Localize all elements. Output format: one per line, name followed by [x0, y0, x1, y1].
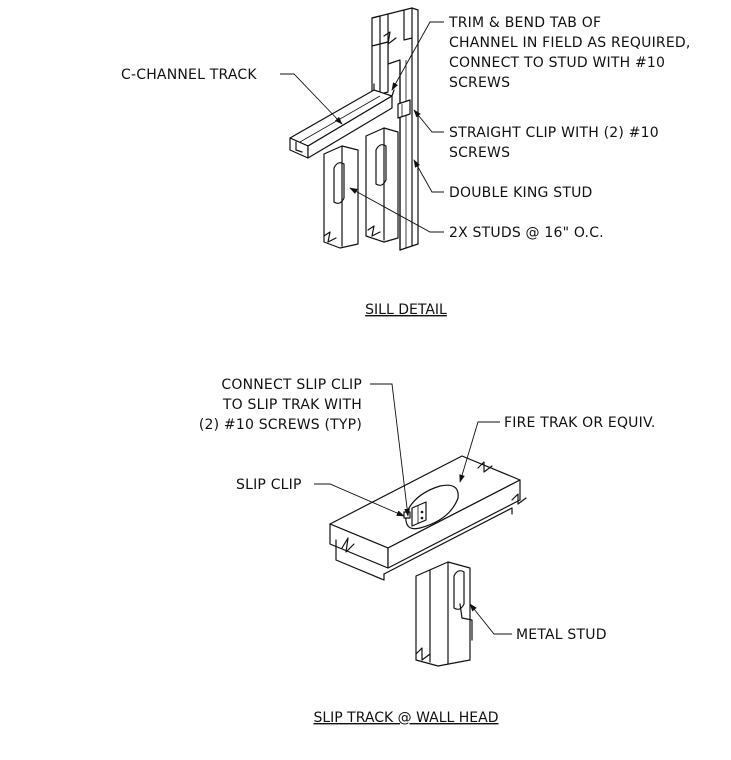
connect-slip-clip-label-line2: TO SLIP TRAK WITH: [222, 397, 362, 413]
slip-track-detail: CONNECT SLIP CLIP TO SLIP TRAK WITH (2) …: [199, 377, 656, 726]
trim-bend-label-line4: SCREWS: [449, 75, 510, 91]
sill-detail: C-CHANNEL TRACK TRIM & BEND TAB OF CHANN…: [121, 7, 691, 318]
studs-label: 2X STUDS @ 16" O.C.: [449, 225, 604, 241]
slip-clip-leader: [314, 483, 405, 517]
straight-clip-label-line2: SCREWS: [449, 145, 510, 161]
trim-bend-label-line3: CONNECT TO STUD WITH #10: [449, 55, 665, 71]
fire-trak-label: FIRE TRAK OR EQUIV.: [504, 415, 656, 431]
trim-bend-leader: [391, 21, 444, 91]
upper-studs-graphic: [371, 41, 389, 97]
double-king-stud-graphic: [371, 7, 419, 251]
double-king-stud-leader: [413, 159, 444, 193]
lower-studs-graphic: [323, 127, 399, 249]
connect-slip-clip-label-line1: CONNECT SLIP CLIP: [221, 377, 362, 393]
straight-clip-graphic: [397, 99, 411, 119]
connect-slip-clip-label-line3: (2) #10 SCREWS (TYP): [199, 417, 362, 433]
trim-bend-label-line2: CHANNEL IN FIELD AS REQUIRED,: [449, 35, 691, 51]
metal-stud-label: METAL STUD: [516, 627, 607, 643]
studs-leader: [349, 187, 444, 233]
metal-stud-graphic: [415, 561, 473, 667]
slip-clip-label: SLIP CLIP: [236, 477, 302, 493]
sill-detail-title: SILL DETAIL: [365, 302, 447, 318]
straight-clip-label-line1: STRAIGHT CLIP WITH (2) #10: [449, 125, 659, 141]
double-king-stud-label: DOUBLE KING STUD: [449, 185, 593, 201]
fire-trak-leader: [459, 421, 500, 483]
straight-clip-leader: [413, 109, 444, 133]
trim-bend-label-line1: TRIM & BEND TAB OF: [448, 15, 601, 31]
connect-slip-clip-leader: [370, 383, 410, 517]
c-channel-leader: [280, 73, 343, 125]
metal-stud-leader: [469, 603, 512, 635]
slip-track-title: SLIP TRACK @ WALL HEAD: [313, 710, 498, 726]
fire-trak-graphic: [329, 455, 527, 581]
c-channel-track-label: C-CHANNEL TRACK: [121, 67, 257, 83]
